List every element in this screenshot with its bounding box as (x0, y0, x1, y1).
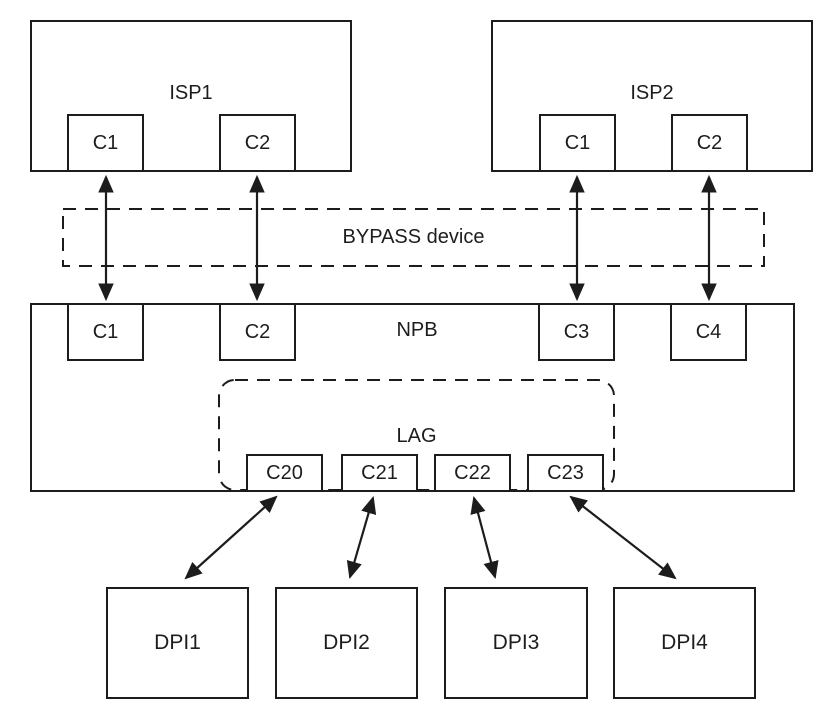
npb-port-c1: C1 (67, 303, 144, 361)
arrow-c23-dpi4 (569, 495, 677, 580)
dpi3-box: DPI3 (444, 587, 588, 699)
isp2-port-c1-label: C1 (564, 131, 591, 154)
lag-port-c22-label: C22 (454, 461, 491, 484)
isp2-port-c2-label: C2 (696, 131, 723, 154)
npb-port-c4: C4 (670, 303, 747, 361)
lag-port-c23: C23 (527, 454, 604, 492)
dpi2-label: DPI2 (323, 631, 370, 654)
lag-port-c22: C22 (434, 454, 511, 492)
lag-port-c21: C21 (341, 454, 418, 492)
dpi3-label: DPI3 (492, 631, 540, 654)
bypass-device-label: BYPASS device (342, 226, 485, 248)
lag-port-c23-label: C23 (547, 461, 584, 484)
npb-port-c2-label: C2 (244, 320, 271, 343)
bypass-device-outline (62, 208, 765, 267)
isp1-port-c2-label: C2 (244, 131, 271, 154)
lag-port-c20: C20 (246, 454, 323, 492)
arrow-c20-dpi1 (184, 495, 278, 580)
arrow-c22-dpi3 (470, 495, 499, 580)
isp2-port-c1: C1 (539, 114, 616, 172)
isp1-port-c2: C2 (219, 114, 296, 172)
npb-port-c1-label: C1 (92, 320, 119, 343)
dpi2-box: DPI2 (275, 587, 418, 699)
npb-port-c4-label: C4 (695, 320, 722, 343)
arrow-c21-dpi2 (346, 495, 377, 580)
npb-port-c3: C3 (538, 303, 615, 361)
isp1-port-c1-label: C1 (92, 131, 119, 154)
dpi1-label: DPI1 (154, 631, 201, 654)
npb-port-c2: C2 (219, 303, 296, 361)
dpi4-label: DPI4 (661, 631, 708, 654)
lag-port-c21-label: C21 (361, 461, 398, 484)
isp1-port-c1: C1 (67, 114, 144, 172)
dpi1-box: DPI1 (106, 587, 249, 699)
dpi4-box: DPI4 (613, 587, 756, 699)
npb-port-c3-label: C3 (563, 320, 590, 343)
lag-port-c20-label: C20 (266, 461, 303, 484)
isp2-port-c2: C2 (671, 114, 748, 172)
